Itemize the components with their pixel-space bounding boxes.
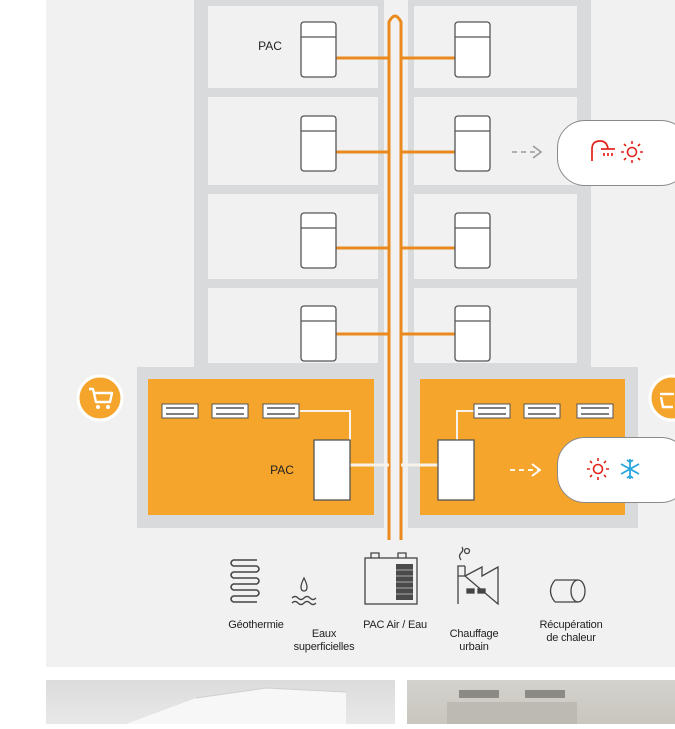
pac-unit (454, 115, 491, 172)
district-heating-icon (457, 546, 499, 606)
ceiling-units-left (161, 403, 351, 440)
commercial-pac-unit-right (437, 439, 475, 501)
source-label-pac-air-eau: PAC Air / Eau (363, 619, 427, 631)
residential-output-bubble (557, 120, 675, 186)
shopping-cart-icon-left (76, 374, 124, 422)
pac-unit (300, 21, 337, 78)
branch-pipes (336, 56, 455, 336)
snowflake-icon (620, 459, 640, 479)
pac-unit (454, 212, 491, 269)
sun-icon (587, 458, 609, 480)
source-label-eaux-superficielles: Eaux superficielles (293, 628, 355, 653)
ceiling-unit (262, 403, 300, 419)
coil-icon (230, 559, 260, 603)
water-drop-icon (291, 576, 317, 606)
main-water-loop-pipe (387, 14, 403, 540)
product-photo-right (407, 680, 675, 724)
commercial-pac-unit-left (313, 439, 351, 501)
source-label-recuperation-chaleur: Récupération de chaleur (539, 619, 603, 644)
arrow-to-residential-output (512, 145, 543, 159)
commercial-output-bubble (557, 437, 675, 503)
pac-unit (454, 305, 491, 362)
shopping-basket-icon-right (648, 374, 675, 422)
pac-unit (454, 21, 491, 78)
air-water-unit-icon (364, 552, 418, 605)
pac-units-right (454, 21, 491, 362)
heat-recovery-icon (549, 579, 586, 603)
pac-label-commercial: PAC (270, 463, 294, 477)
shower-icon (591, 140, 615, 161)
ceiling-unit (161, 403, 199, 419)
product-photo-left (46, 680, 395, 724)
pac-label-top: PAC (258, 39, 282, 53)
pac-units-left (300, 21, 337, 362)
ceiling-unit (576, 403, 614, 419)
ceiling-unit (473, 403, 511, 419)
pac-unit (300, 305, 337, 362)
source-label-chauffage-urbain: Chauffage urbain (449, 628, 499, 653)
sun-icon (621, 141, 643, 163)
pac-unit (300, 115, 337, 172)
ceiling-unit (211, 403, 249, 419)
source-label-geothermie: Géothermie (228, 619, 284, 631)
pac-unit (300, 212, 337, 269)
arrow-to-commercial-output (510, 463, 542, 477)
ceiling-unit (523, 403, 561, 419)
ceiling-units-right (456, 403, 614, 440)
